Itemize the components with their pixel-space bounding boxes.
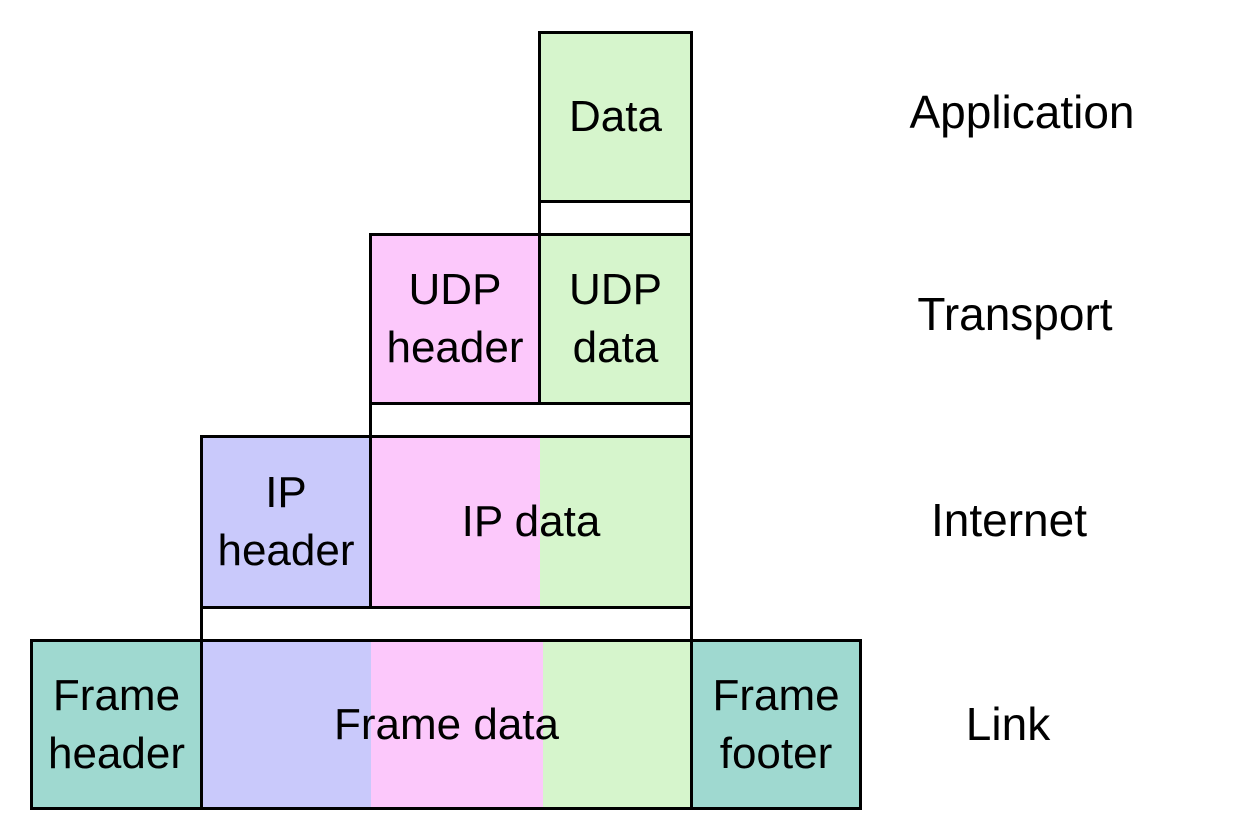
application-data-block: Data [538,31,693,203]
frame-header-label: Frame header [47,670,185,778]
frame-data-green-segment [543,642,690,807]
udp-data-label: UDP data [569,265,662,372]
frame-data-pink-segment [371,642,543,807]
frame-footer-label: Frame footer [712,670,840,778]
frame-footer-block: Frame footer [690,639,862,810]
internet-link-connector [200,606,693,642]
udp-header-label: UDP header [386,265,524,372]
layer-label-transport: Transport [917,288,1113,340]
ip-data-block: IP data [369,435,693,609]
ip-header-block: IP header [200,435,372,609]
udp-header-block: UDP header [369,233,541,405]
transport-internet-connector [369,402,693,438]
application-data-label: Data [569,92,662,141]
layer-label-internet: Internet [931,494,1087,546]
ip-data-label: IP data [461,497,601,546]
ip-data-green-segment [540,438,690,606]
layer-label-link: Link [965,698,1051,750]
udp-data-block: UDP data [538,233,693,405]
frame-data-block: Frame data [200,639,693,810]
application-transport-connector [538,200,693,236]
ip-header-label: IP header [217,468,355,575]
frame-header-block: Frame header [30,639,203,810]
layer-label-application: Application [909,86,1135,138]
frame-data-label: Frame data [334,699,559,749]
